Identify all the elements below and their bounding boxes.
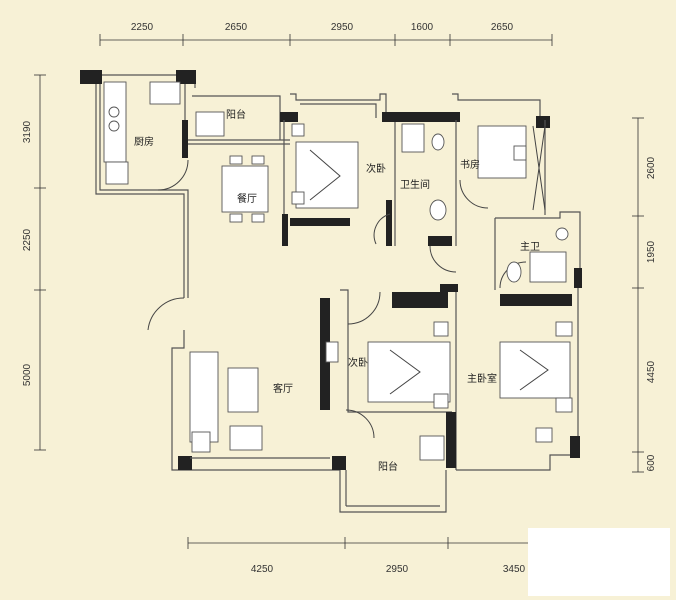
toilet xyxy=(431,133,445,151)
label-living-room: 客厅 xyxy=(273,382,293,395)
dim-right-2: 1950 xyxy=(646,240,657,263)
bed-master xyxy=(499,341,571,399)
master-shower xyxy=(529,251,567,283)
bed-second-bedroom-mid xyxy=(367,341,451,403)
shower xyxy=(401,123,425,153)
dim-right-1: 2600 xyxy=(646,156,657,179)
furniture xyxy=(103,81,573,461)
right-dimension-line: 2600 1950 4450 600 xyxy=(632,117,657,473)
bottom-dimension-line: 4250 2950 3450 xyxy=(187,537,560,575)
dim-left-3: 5000 xyxy=(22,363,33,386)
coffee-table xyxy=(227,367,259,413)
dim-bottom-1: 4250 xyxy=(251,564,274,575)
dim-right-4: 600 xyxy=(646,454,657,471)
label-balcony-bottom: 阳台 xyxy=(378,460,398,473)
armchair xyxy=(229,425,263,451)
master-toilet xyxy=(506,261,522,283)
dim-top-1: 2250 xyxy=(131,22,154,33)
label-balcony-top: 阳台 xyxy=(226,108,246,121)
label-master-bedroom: 主卧室 xyxy=(467,372,497,385)
dim-left-1: 3190 xyxy=(22,120,33,143)
label-kitchen: 厨房 xyxy=(134,135,154,148)
dim-top-2: 2650 xyxy=(225,22,248,33)
room-labels: 厨房 阳台 餐厅 次卧 卫生间 书房 主卫 次卧 主卧室 客厅 阳台 xyxy=(134,108,540,473)
dim-top-4: 1600 xyxy=(411,22,434,33)
label-bathroom: 卫生间 xyxy=(400,178,430,191)
bed-second-bedroom-top xyxy=(295,141,359,209)
dining-table xyxy=(221,165,269,213)
balcony-appliance xyxy=(419,435,445,461)
dim-right-3: 4450 xyxy=(646,360,657,383)
label-second-bedroom-top: 次卧 xyxy=(366,162,386,175)
dim-top-3: 2950 xyxy=(331,22,354,33)
washing-machine xyxy=(195,111,225,137)
label-master-bath: 主卫 xyxy=(520,241,540,253)
dim-bottom-3: 3450 xyxy=(503,564,526,575)
basin xyxy=(429,199,447,221)
walls xyxy=(80,70,582,513)
fridge xyxy=(105,161,129,185)
label-dining: 餐厅 xyxy=(237,192,257,205)
sofa xyxy=(189,351,219,443)
label-study: 书房 xyxy=(460,158,480,171)
dim-top-5: 2650 xyxy=(491,22,514,33)
dim-left-2: 2250 xyxy=(22,228,33,251)
top-dimension-line: 2250 2650 2950 1600 2650 xyxy=(99,22,553,46)
label-second-bedroom-mid: 次卧 xyxy=(348,356,368,369)
dim-bottom-2: 2950 xyxy=(386,564,409,575)
kitchen-sink xyxy=(149,81,181,105)
left-dimension-line: 3190 2250 5000 xyxy=(22,74,46,451)
watermark-area xyxy=(528,528,670,596)
